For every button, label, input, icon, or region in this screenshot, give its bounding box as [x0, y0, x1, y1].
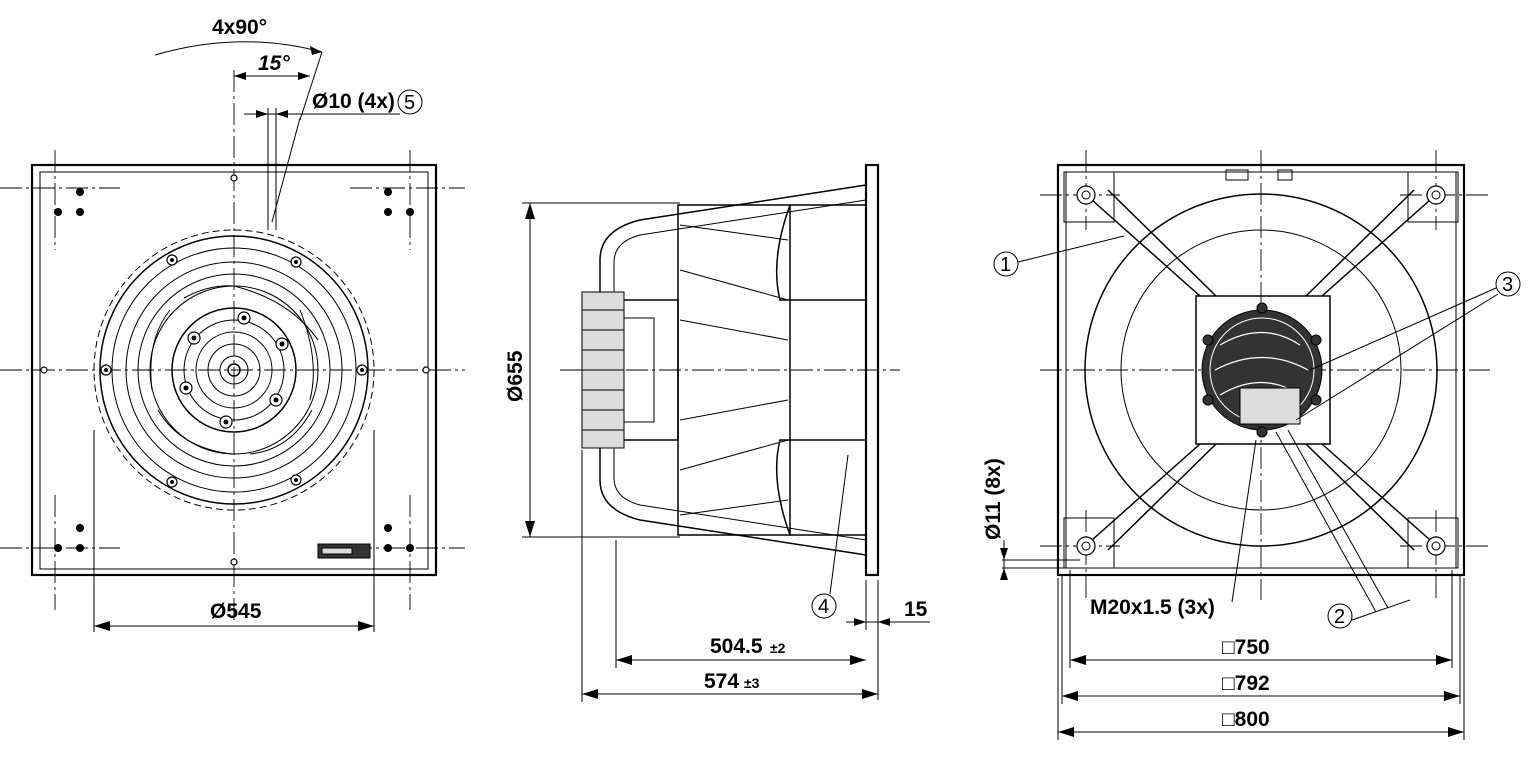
front-angle-arrow-90: [310, 46, 322, 55]
front-inlet-ring-dashed: [93, 229, 375, 511]
rear-callout-3-leader-a: [1309, 287, 1497, 371]
rear-callout-3-number: 3: [1502, 274, 1513, 296]
front-corner-holes: [54, 188, 414, 552]
front-hole-leader: [271, 117, 301, 223]
side-len2-arrow-l: [582, 689, 598, 699]
rear-callout-2-ext-1: [1275, 431, 1377, 613]
rear-callout-3-circle: [1495, 271, 1521, 297]
front-angle-15-arrow-r: [298, 72, 310, 80]
side-length1-label: 504.5: [710, 635, 763, 658]
front-angle-total-label: 4x90°: [212, 16, 267, 39]
front-inlet-ring-outer: [99, 235, 369, 505]
side-callout-4-leader: [829, 454, 849, 595]
front-diameter-label: Ø545: [210, 600, 262, 623]
rear-callout-2-number: 2: [1334, 606, 1345, 628]
front-inlet-ring-2: [111, 247, 357, 493]
front-label-slot: [321, 547, 353, 555]
front-inlet-ring-4: [137, 273, 331, 467]
rear-gland-label: M20x1.5 (3x): [1090, 596, 1215, 619]
side-dia-arrow-t: [525, 203, 535, 219]
rear-750-arrow-r: [1436, 655, 1452, 665]
front-hole-label: Ø10 (4x): [312, 90, 395, 113]
front-hub-5: [219, 355, 249, 385]
rear-callout-2-ext-2: [1287, 429, 1389, 609]
front-impeller-blades: [150, 285, 319, 455]
rear-square-792: □792: [1222, 672, 1270, 695]
front-ring-bolts: [100, 254, 368, 488]
rear-inlet-outer: [1084, 193, 1438, 547]
rear-750-arrow-l: [1070, 655, 1086, 665]
front-hub-2: [183, 319, 285, 421]
side-length2-label: 574: [704, 670, 739, 693]
front-hub-shaft: [227, 363, 241, 377]
rear-support-struts: [1091, 189, 1431, 551]
front-hub-bolts: [179, 311, 289, 429]
front-angle-offset-label: 15°: [258, 52, 290, 75]
rear-callout-1-leader: [1017, 235, 1125, 263]
rear-logo-2: [1277, 169, 1293, 181]
side-support-bottom: [599, 440, 867, 556]
rear-square-750: □750: [1222, 636, 1270, 659]
rear-motor-mount: [1195, 295, 1331, 445]
rear-view: 1 3 Ø11 (8x) M20x1.5 (3x) 2 □750: [982, 150, 1521, 740]
front-inlet-ring-3: [125, 261, 343, 479]
rear-callout-1-number: 1: [1000, 254, 1011, 276]
rear-hole-arrow-t: [1000, 548, 1008, 560]
side-callout-4-number: 4: [818, 596, 829, 618]
front-angle-15-arrow-l: [234, 72, 246, 80]
rear-callout-3-leader-b: [1295, 293, 1499, 421]
rear-800-arrow-l: [1058, 727, 1074, 737]
rear-corner-feet: [1063, 171, 1459, 569]
rear-logo-1: [1225, 169, 1249, 181]
rear-motor-bolts: [1202, 302, 1322, 438]
rear-callout-1-circle: [993, 251, 1019, 277]
rear-terminal-box: [1239, 387, 1301, 425]
side-len2-arrow-r: [862, 689, 878, 699]
side-len1-arrow-l: [616, 655, 632, 665]
front-dia-arrow-r: [358, 621, 374, 631]
front-hole-callout-circle: [397, 89, 423, 115]
rear-792-arrow-l: [1062, 691, 1078, 701]
rear-800-arrow-r: [1448, 727, 1464, 737]
front-hole-arrow-1: [256, 110, 268, 118]
front-hub-3: [195, 331, 273, 409]
side-support-top: [599, 184, 867, 300]
rear-gland-leader: [1231, 439, 1257, 603]
side-thk-arrow-r: [878, 618, 890, 626]
front-corner-ticks: [0, 150, 465, 610]
front-hole-callout-number: 5: [404, 92, 415, 114]
front-hub-outer: [171, 307, 297, 433]
side-impeller-blades: [679, 224, 789, 516]
side-len1-arrow-r: [850, 655, 866, 665]
rear-inlet-inner: [1120, 229, 1402, 511]
side-diameter-label: Ø655: [504, 350, 527, 402]
side-view: Ø655 4 15 504.5 ±2 574 ±3: [504, 163, 930, 702]
front-angle-ext: [299, 51, 323, 121]
front-angle-arc-90: [154, 41, 323, 56]
front-hub-4: [207, 343, 261, 397]
side-thickness-label: 15: [904, 598, 928, 621]
rear-callout-2-circle: [1327, 603, 1353, 629]
rear-hole-label: Ø11 (8x): [982, 458, 1005, 540]
rear-square-800: □800: [1222, 708, 1270, 731]
front-edge-holes: [40, 174, 430, 566]
side-length2-tol: ±3: [744, 675, 760, 691]
side-support-top-2: [613, 199, 867, 300]
side-support-bottom-2: [613, 440, 867, 541]
side-length1-tol: ±2: [770, 640, 786, 656]
rear-hole-arrow-b: [1000, 568, 1008, 580]
side-dia-arrow-b: [525, 521, 535, 537]
rear-callout-2-line: [1351, 599, 1411, 621]
front-view: 4x90° 15° Ø10 (4x) 5 Ø545: [0, 16, 465, 632]
side-thk-arrow-l: [854, 618, 866, 626]
side-callout-4-circle: [811, 593, 837, 619]
front-dia-arrow-l: [94, 621, 110, 631]
front-hole-arrow-2: [276, 110, 288, 118]
rear-792-arrow-r: [1444, 691, 1460, 701]
